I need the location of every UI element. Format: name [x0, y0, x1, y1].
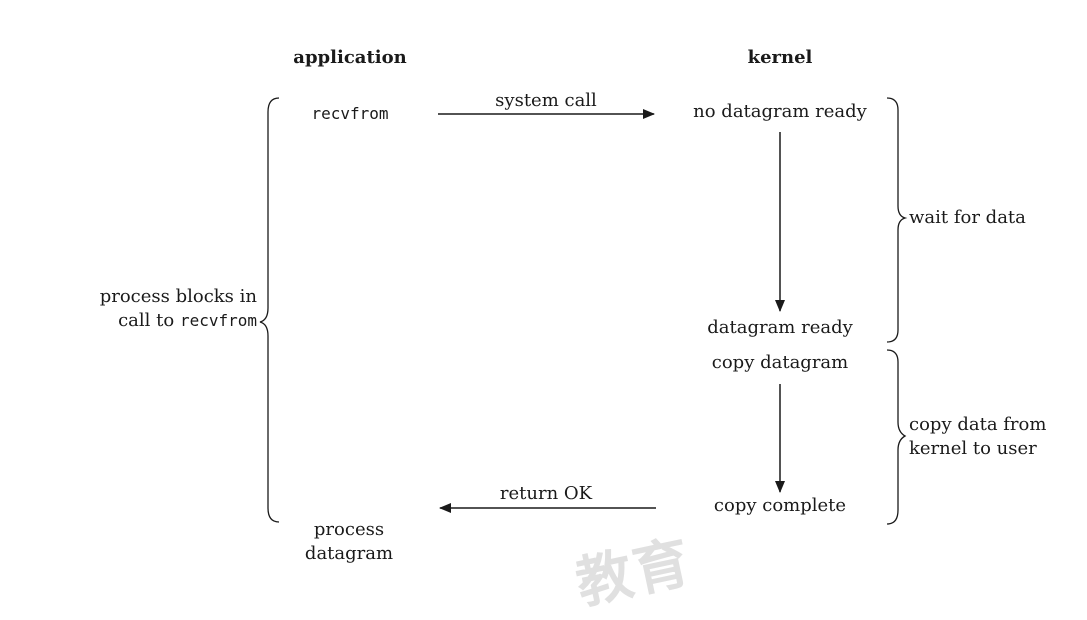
no-datagram-ready-label: no datagram ready	[693, 101, 867, 122]
wait-for-data-label: wait for data	[909, 207, 1026, 228]
process-datagram-line2: datagram	[304, 543, 394, 564]
process-datagram-label: process datagram	[305, 518, 393, 566]
copy-complete-label: copy complete	[713, 495, 847, 516]
block-note-code: recvfrom	[179, 311, 257, 330]
copy-data-label: copy data from kernel to user	[909, 413, 1046, 461]
application-header: application	[293, 47, 407, 68]
block-note-line1: process blocks in	[99, 286, 257, 307]
copy-brace	[886, 349, 907, 525]
copy-data-line1: copy data from	[909, 414, 1047, 435]
block-note-line2: call to recvfrom	[80, 309, 257, 333]
process-datagram-line1: process	[313, 519, 385, 540]
recvfrom-call: recvfrom	[311, 104, 389, 123]
datagram-ready-label: datagram ready	[707, 317, 853, 338]
block-note-prefix: call to	[118, 310, 180, 331]
left-brace	[259, 97, 280, 523]
process-blocks-note: process blocks in call to recvfrom	[80, 285, 257, 333]
diagram-canvas	[259, 97, 908, 525]
copy-data-line2: kernel to user	[909, 438, 1037, 459]
system-call-label: system call	[495, 90, 597, 111]
wait-brace	[886, 97, 908, 343]
copy-datagram-label: copy datagram	[711, 352, 849, 373]
return-ok-label: return OK	[499, 483, 593, 504]
kernel-header: kernel	[747, 47, 813, 68]
